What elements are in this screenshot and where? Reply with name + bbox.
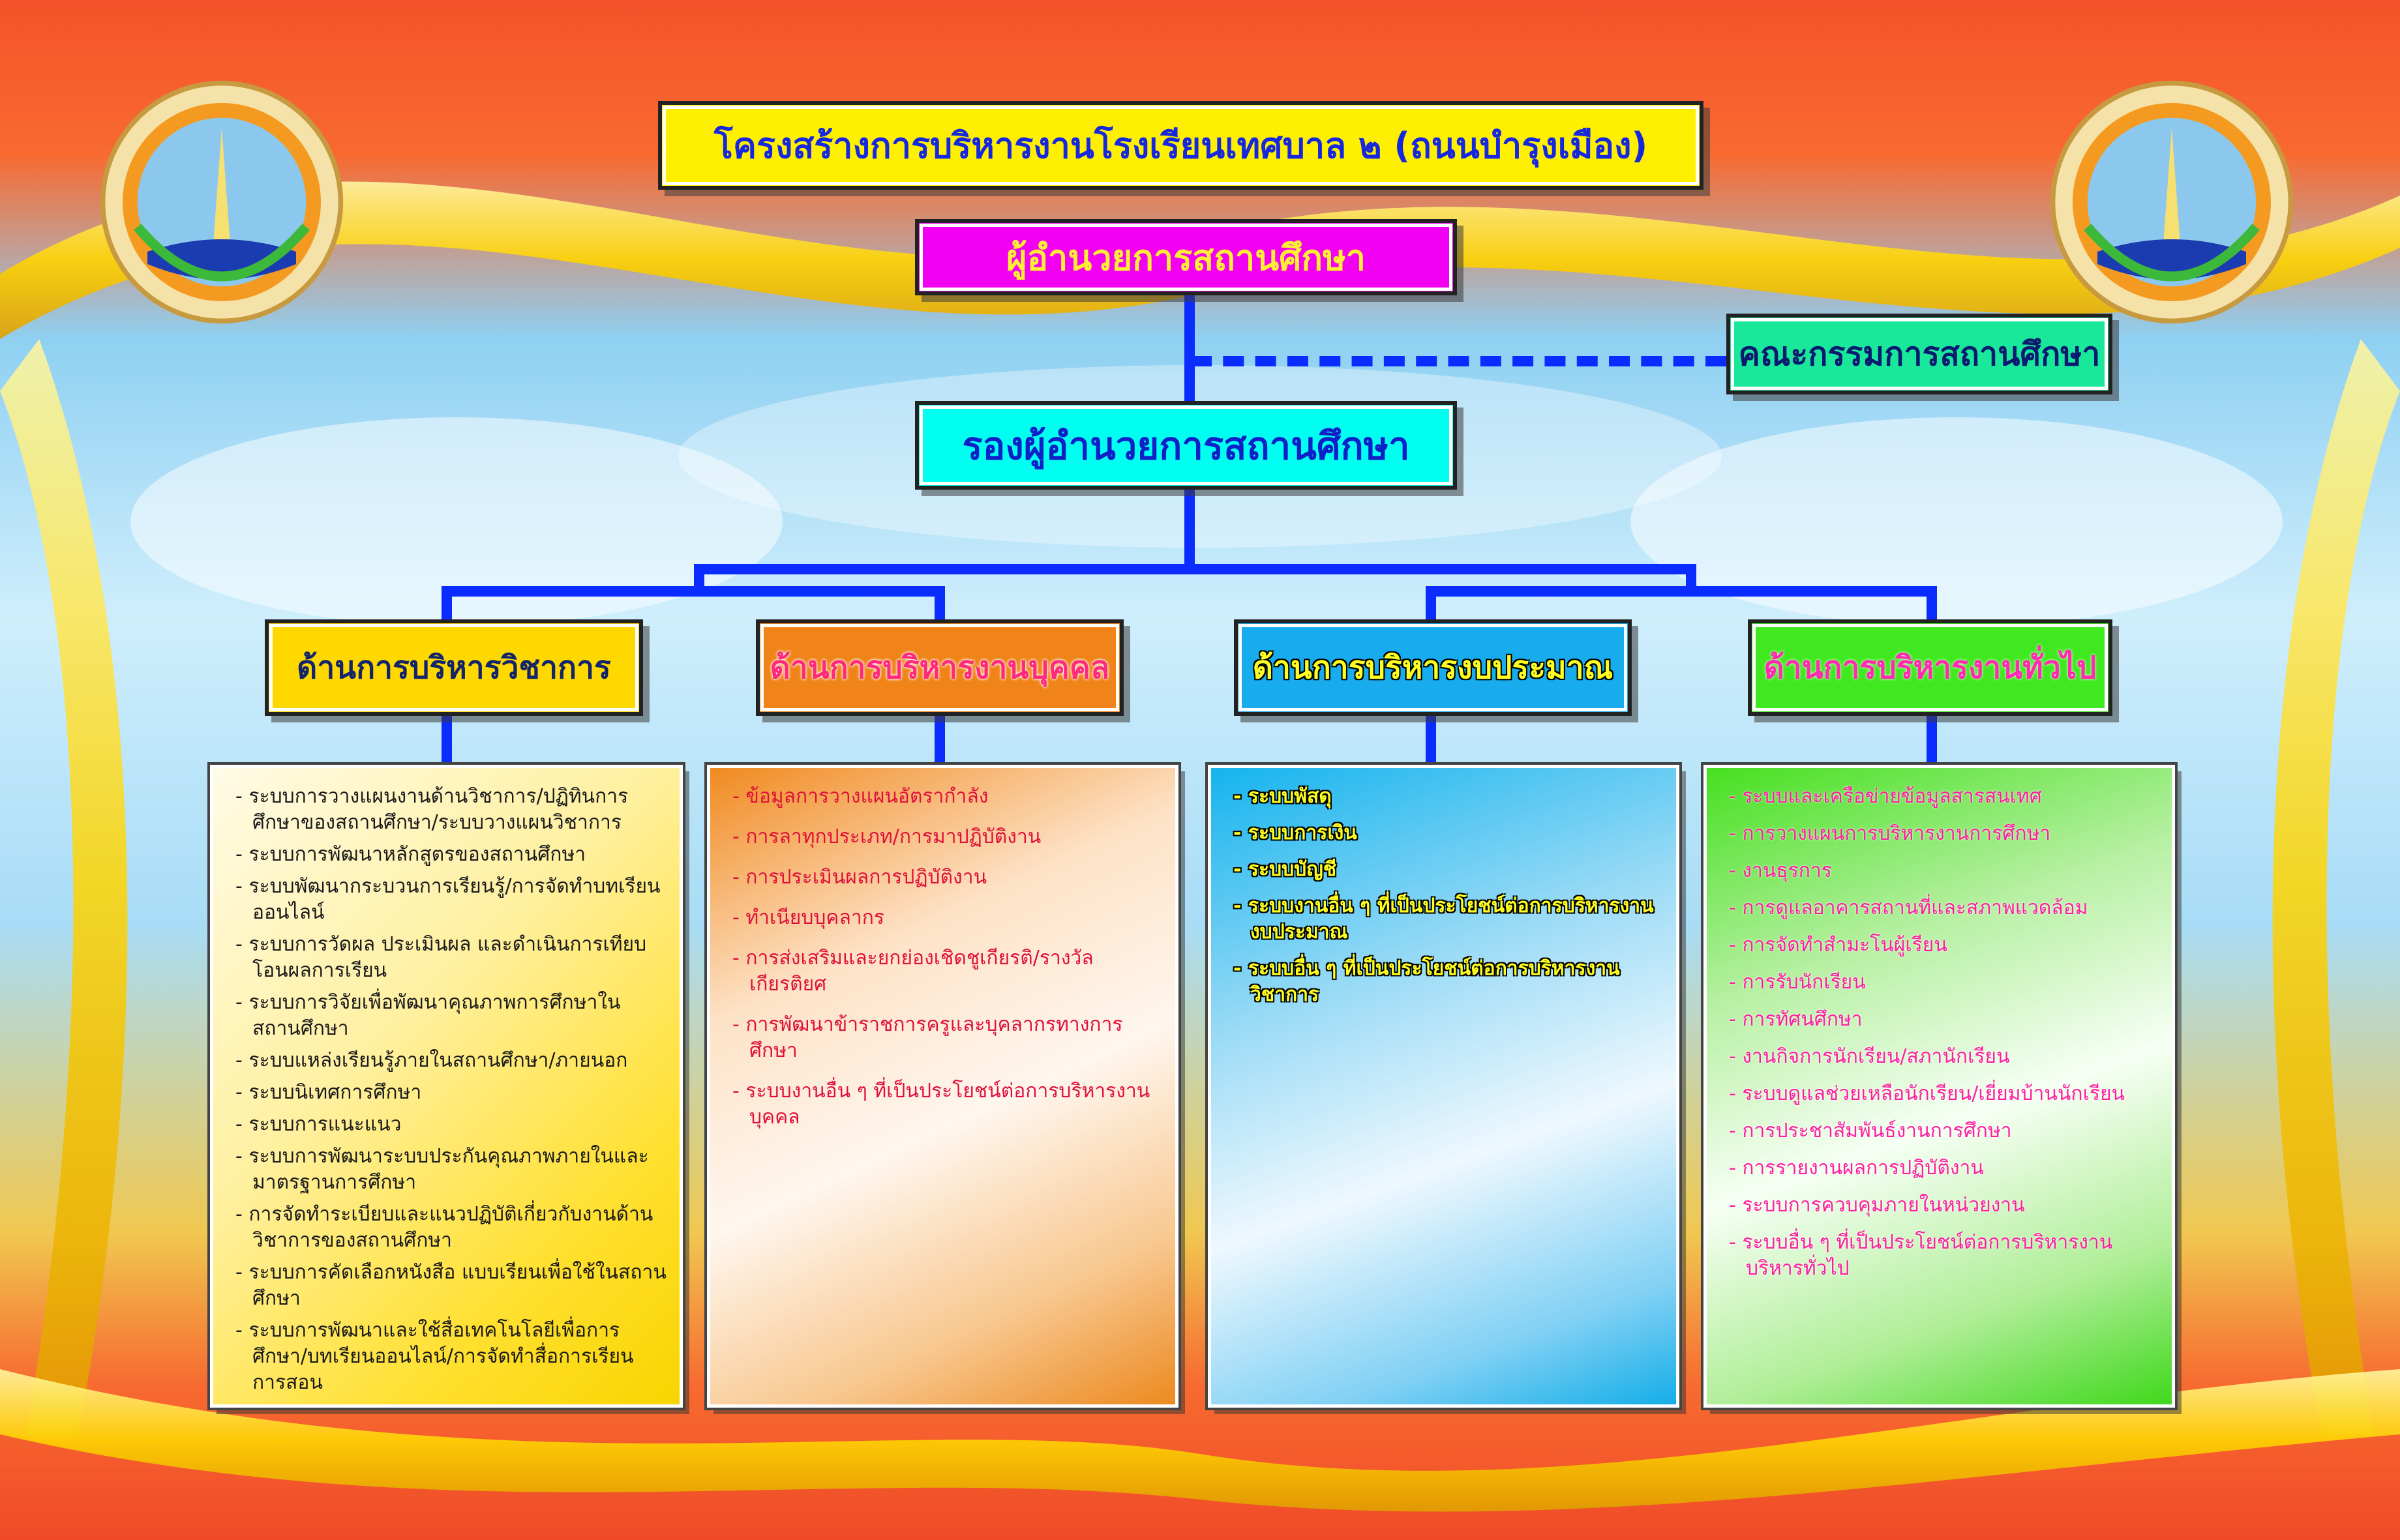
connector-committee-dashed bbox=[1191, 356, 1726, 366]
duty-item: - ระบบดูแลช่วยเหลือนักเรียน/เยี่ยมบ้านนั… bbox=[1729, 1082, 2125, 1105]
academic-duties-panel: - ระบบการวางแผนงานด้านวิชาการ/ปฏิทินการศ… bbox=[210, 765, 683, 1408]
connector-left-horizontal bbox=[442, 586, 945, 597]
budget-duties-list: - ระบบพัสดุ - ระบบการเงิน - ระบบบัญชี - ระบ… bbox=[1233, 784, 1663, 1008]
gold-ribbon-left bbox=[0, 339, 128, 1434]
deputy-director-box: รองผู้อำนวยการสถานศึกษา bbox=[915, 401, 1457, 490]
school-logo-left bbox=[100, 80, 344, 324]
duty-item: - ระบบการคัดเลือกหนังสือ แบบเรียนเพื่อใช… bbox=[235, 1261, 667, 1310]
duty-item: - ข้อมูลการวางแผนอัตรากำลัง bbox=[732, 785, 989, 808]
personnel-duties-list: - ข้อมูลการวางแผนอัตรากำลัง - การลาทุกประ… bbox=[732, 784, 1162, 1131]
academic-duties-list: - ระบบการวางแผนงานด้านวิชาการ/ปฏิทินการศ… bbox=[235, 784, 667, 1396]
general-duties-panel: - ระบบและเครือข่ายข้อมูลสารสนเทศ - การวาง… bbox=[1703, 765, 2175, 1408]
duty-item: - การประชาสัมพันธ์งานการศึกษา bbox=[1729, 1119, 2012, 1142]
connector-director-deputy bbox=[1184, 295, 1195, 401]
department-header-academic: ด้านการบริหารวิชาการ bbox=[265, 619, 643, 716]
duty-item: - งานกิจการนักเรียน/สภานักเรียน bbox=[1729, 1045, 2010, 1068]
department-header-personnel: ด้านการบริหารงานบุคคล bbox=[756, 619, 1124, 716]
department-header-budget: ด้านการบริหารงบประมาณ bbox=[1234, 619, 1632, 716]
duty-item: - การวางแผนการบริหารงานการศึกษา bbox=[1729, 822, 2051, 845]
duty-item: - การรายงานผลการปฏิบัติงาน bbox=[1729, 1157, 1984, 1179]
duty-item: - ระบบการแนะแนว bbox=[235, 1113, 402, 1136]
duty-item: - ระบบงานอื่น ๆ ที่เป็นประโยชน์ต่อการบริ… bbox=[1233, 895, 1654, 943]
duty-item: - ระบบอื่น ๆ ที่เป็นประโยชน์ต่อการบริหาร… bbox=[1729, 1231, 2113, 1280]
connector-panel-2 bbox=[935, 716, 945, 767]
duty-item: - ระบบงานอื่น ๆ ที่เป็นประโยชน์ต่อการบริ… bbox=[732, 1080, 1150, 1129]
connector-drop-4 bbox=[1927, 586, 1937, 622]
school-logo-right bbox=[2050, 80, 2294, 324]
committee-box: คณะกรรมการสถานศึกษา bbox=[1726, 314, 2112, 394]
connector-panel-3 bbox=[1426, 716, 1436, 767]
connector-main-horizontal bbox=[694, 564, 1696, 574]
connector-drop-1 bbox=[442, 586, 452, 622]
duty-item: - ระบบพัสดุ bbox=[1233, 785, 1332, 808]
duty-item: - ระบบการพัฒนาหลักสูตรของสถานศึกษา bbox=[235, 843, 586, 866]
duty-item: - การจัดทำสำมะโนผู้เรียน bbox=[1729, 934, 1947, 956]
chart-title: โครงสร้างการบริหารงานโรงเรียนเทศบาล ๒ (ถ… bbox=[658, 101, 1703, 190]
duty-item: - ระบบการวางแผนงานด้านวิชาการ/ปฏิทินการศ… bbox=[235, 785, 629, 834]
duty-item: - ระบบอื่น ๆ ที่เป็นประโยชน์ต่อการบริหาร… bbox=[1233, 957, 1620, 1006]
connector-deputy-down bbox=[1184, 490, 1195, 569]
gold-ribbon-bottom bbox=[0, 1369, 2400, 1512]
duty-item: - ระบบการเงิน bbox=[1233, 822, 1357, 844]
duty-item: - ระบบการพัฒนาและใช้สื่อเทคโนโลยีเพื่อกา… bbox=[235, 1319, 634, 1394]
duty-item: - การดูแลอาคารสถานที่และสภาพแวดล้อม bbox=[1729, 896, 2088, 919]
connector-right-horizontal bbox=[1426, 586, 1937, 597]
duty-item: - ระบบนิเทศการศึกษา bbox=[235, 1081, 422, 1104]
duty-item: - การลาทุกประเภท/การมาปฏิบัติงาน bbox=[732, 825, 1042, 848]
connector-panel-1 bbox=[442, 716, 452, 767]
general-duties-list: - ระบบและเครือข่ายข้อมูลสารสนเทศ - การวาง… bbox=[1729, 784, 2159, 1282]
duty-item: - งานธุรการ bbox=[1729, 859, 1832, 882]
connector-drop-2 bbox=[935, 586, 945, 622]
duty-item: - ระบบแหล่งเรียนรู้ภายในสถานศึกษา/ภายนอก bbox=[235, 1049, 628, 1072]
department-header-general: ด้านการบริหารงานทั่วไป bbox=[1748, 619, 2112, 716]
duty-item: - ทำเนียบบุคลากร bbox=[732, 906, 884, 929]
duty-item: - ระบบการวิจัยเพื่อพัฒนาคุณภาพการศึกษาใน… bbox=[235, 991, 621, 1040]
duty-item: - การส่งเสริมและยกย่องเชิดชูเกียรติ/รางว… bbox=[732, 947, 1094, 996]
budget-duties-panel: - ระบบพัสดุ - ระบบการเงิน - ระบบบัญชี - ระบ… bbox=[1208, 765, 1679, 1408]
connector-panel-4 bbox=[1927, 716, 1937, 767]
director-box: ผู้อำนวยการสถานศึกษา bbox=[915, 219, 1457, 295]
duty-item: - ระบบการควบคุมภายในหน่วยงาน bbox=[1729, 1194, 2025, 1217]
duty-item: - การประเมินผลการปฏิบัติงาน bbox=[732, 866, 987, 889]
duty-item: - การพัฒนาข้าราชการครูและบุคลากรทางการศึ… bbox=[732, 1013, 1123, 1062]
duty-item: - การรับนักเรียน bbox=[1729, 971, 1866, 994]
duty-item: - ระบบบัญชี bbox=[1233, 858, 1337, 881]
duty-item: - การจัดทำระเบียบและแนวปฏิบัติเกี่ยวกับง… bbox=[235, 1203, 653, 1252]
connector-drop-3 bbox=[1426, 586, 1436, 622]
duty-item: - ระบบการวัดผล ประเมินผล และดำเนินการเที… bbox=[235, 933, 647, 982]
duty-item: - ระบบการพัฒนาระบบประกันคุณภาพภายในและมา… bbox=[235, 1145, 649, 1194]
personnel-duties-panel: - ข้อมูลการวางแผนอัตรากำลัง - การลาทุกประ… bbox=[707, 765, 1178, 1408]
duty-item: - ระบบและเครือข่ายข้อมูลสารสนเทศ bbox=[1729, 785, 2042, 808]
duty-item: - ระบบพัฒนากระบวนการเรียนรู้/การจัดทำบทเ… bbox=[235, 875, 661, 924]
gold-ribbon-right bbox=[2272, 339, 2400, 1434]
duty-item: - การทัศนศึกษา bbox=[1729, 1008, 1863, 1031]
